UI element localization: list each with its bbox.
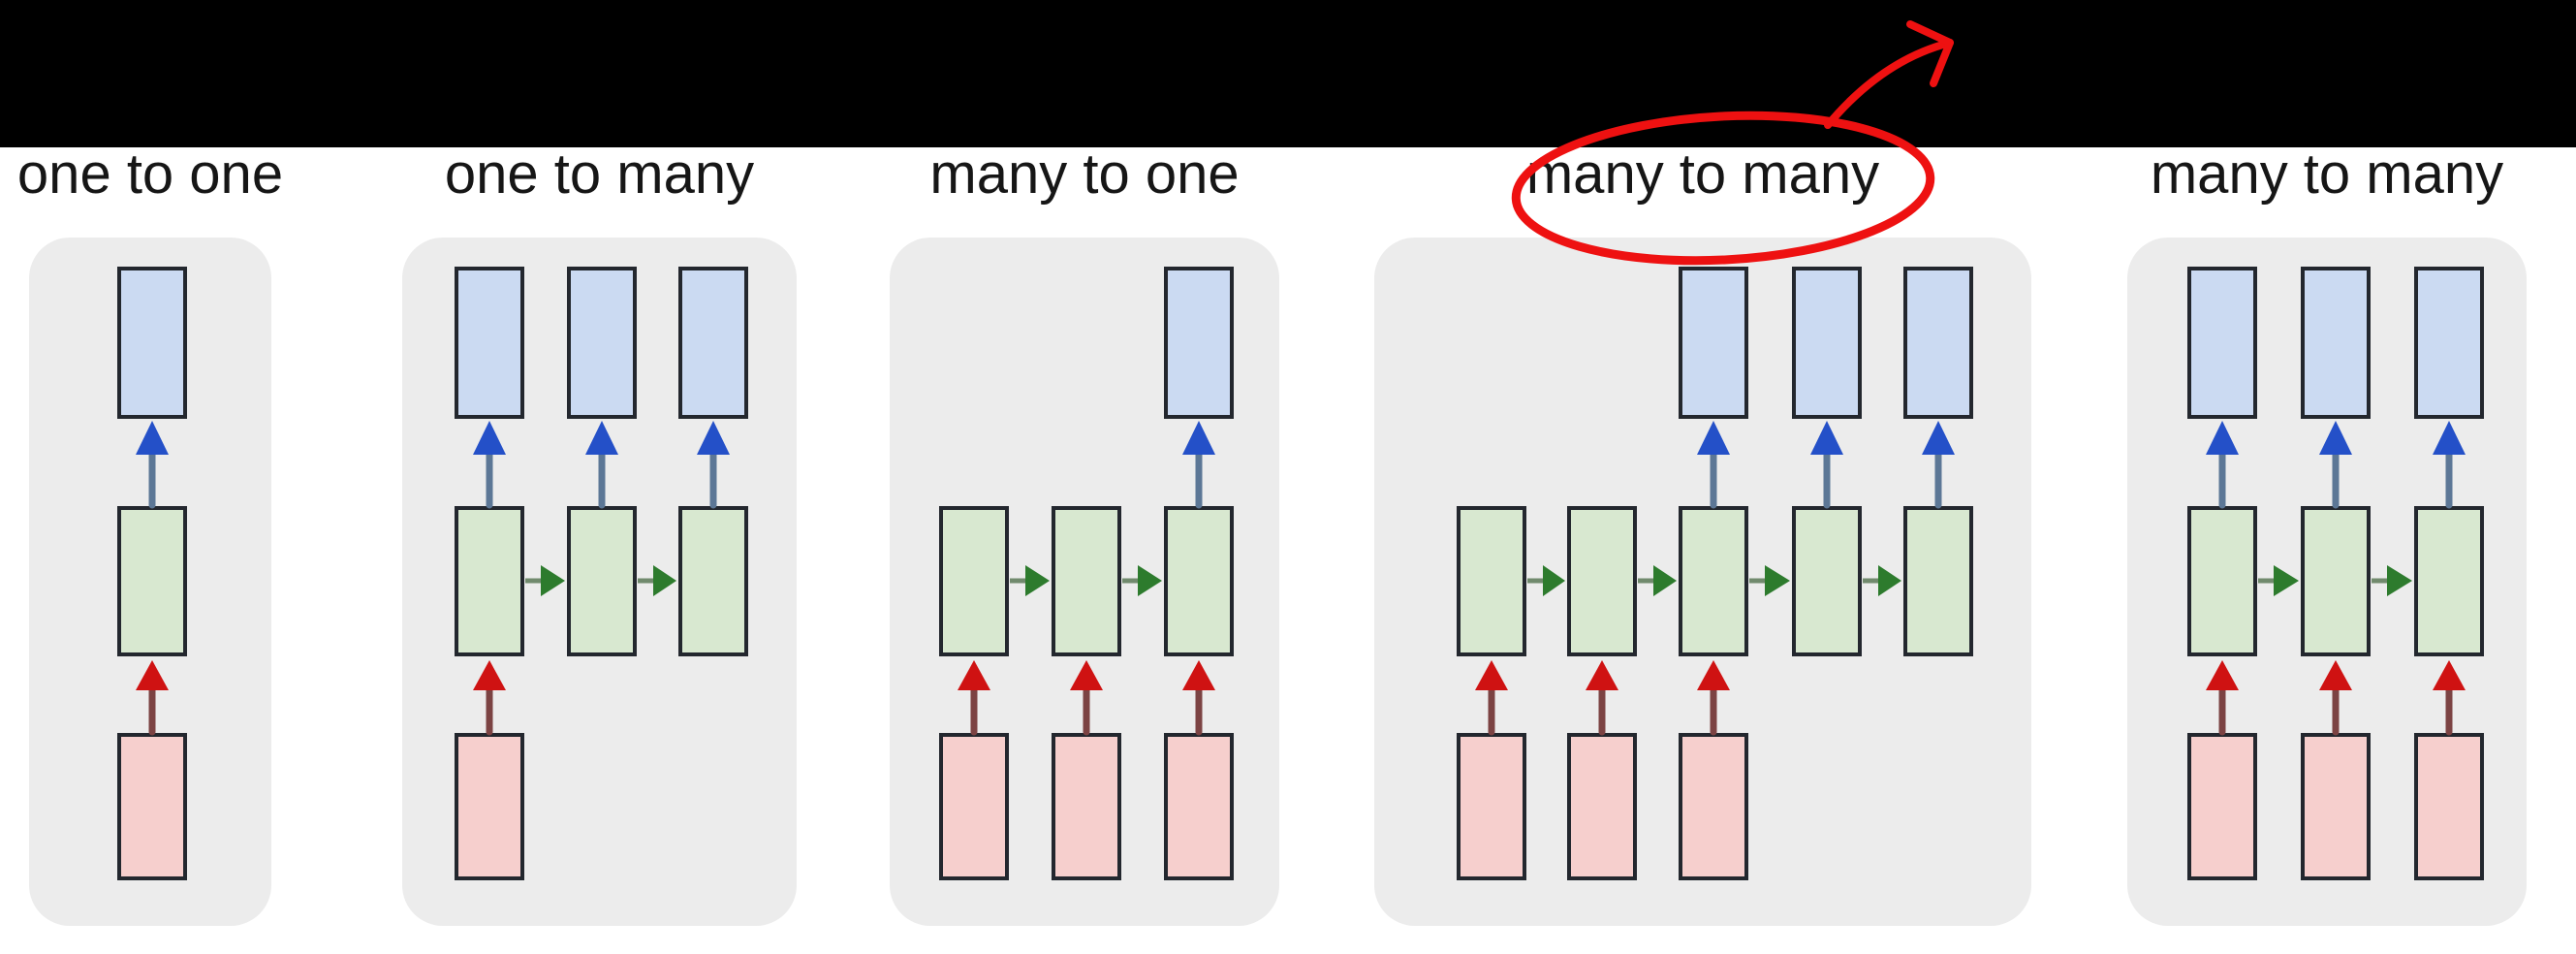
hidden-state-box	[1567, 506, 1637, 656]
input-box	[1164, 733, 1234, 880]
hidden-state-box	[2301, 506, 2371, 656]
output-box	[2187, 267, 2257, 419]
hidden-state-box	[1164, 506, 1234, 656]
output-box	[2301, 267, 2371, 419]
input-box	[455, 733, 524, 880]
hidden-state-box	[117, 506, 187, 656]
output-box	[2414, 267, 2484, 419]
output-box	[1903, 267, 1973, 419]
hidden-state-box	[567, 506, 637, 656]
hidden-state-box	[2187, 506, 2257, 656]
hidden-state-box	[678, 506, 748, 656]
hidden-state-box	[1903, 506, 1973, 656]
output-box	[455, 267, 524, 419]
input-box	[2187, 733, 2257, 880]
input-box	[939, 733, 1009, 880]
hidden-state-box	[455, 506, 524, 656]
input-box	[1567, 733, 1637, 880]
input-box	[2414, 733, 2484, 880]
input-box	[1679, 733, 1748, 880]
hidden-state-box	[2414, 506, 2484, 656]
group-label-one-to-many: one to many	[444, 143, 755, 206]
output-box	[1679, 267, 1748, 419]
input-box	[117, 733, 187, 880]
input-box	[1052, 733, 1121, 880]
output-box	[1164, 267, 1234, 419]
output-box	[1792, 267, 1862, 419]
output-box	[117, 267, 187, 419]
hidden-state-box	[1457, 506, 1526, 656]
hidden-state-box	[1792, 506, 1862, 656]
group-label-many-to-many-synced: many to many	[2150, 143, 2504, 206]
hidden-state-box	[1052, 506, 1121, 656]
top-black-bar	[0, 0, 2576, 147]
input-box	[2301, 733, 2371, 880]
group-label-many-to-many-encoder-decoder: many to many	[1525, 143, 1880, 206]
output-box	[567, 267, 637, 419]
output-box	[678, 267, 748, 419]
input-box	[1457, 733, 1526, 880]
group-label-one-to-one: one to one	[16, 143, 284, 206]
hidden-state-box	[939, 506, 1009, 656]
hidden-state-box	[1679, 506, 1748, 656]
group-label-many-to-one: many to one	[929, 143, 1240, 206]
